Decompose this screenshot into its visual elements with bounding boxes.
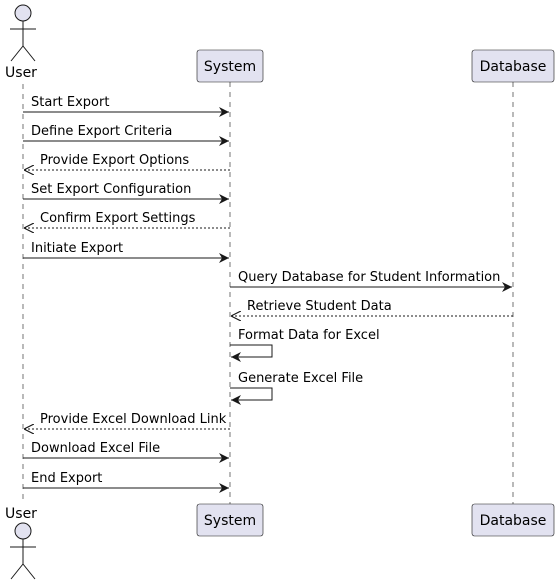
message-label: Set Export Configuration (31, 182, 191, 197)
participant-label: Database (480, 513, 547, 529)
message-generate-excel-file: Generate Excel File (230, 371, 363, 405)
message-retrieve-student-data: Retrieve Student Data (231, 299, 513, 316)
message-download-excel-file: Download Excel File (23, 441, 229, 463)
participant-label: Database (480, 59, 547, 75)
participant-box (471, 49, 555, 83)
self-message-arrow (230, 344, 273, 362)
participant-box (196, 503, 264, 537)
participant-label: System (204, 59, 256, 75)
message-define-export-criteria: Define Export Criteria (23, 124, 229, 146)
actor-figure-icon (10, 4, 36, 62)
actor-label: User (5, 506, 37, 522)
participant-system-top: System (196, 49, 264, 83)
message-label: End Export (31, 471, 102, 486)
participant-database-bottom: Database (471, 503, 555, 537)
message-provide-export-options: Provide Export Options (24, 153, 230, 170)
message-label: Format Data for Excel (238, 328, 380, 343)
message-label: Confirm Export Settings (40, 211, 196, 226)
message-start-export: Start Export (23, 95, 229, 117)
participant-box (471, 503, 555, 537)
actor-figure-icon (10, 522, 36, 580)
message-label: Retrieve Student Data (247, 299, 392, 314)
participant-label: System (204, 513, 256, 529)
participant-system-bottom: System (196, 503, 264, 537)
message-label: Provide Excel Download Link (40, 412, 227, 427)
actor-label: User (5, 65, 37, 81)
message-label: Query Database for Student Information (238, 270, 500, 285)
message-query-database-for-student-information: Query Database for Student Information (230, 270, 512, 292)
message-label: Define Export Criteria (31, 124, 172, 139)
participant-box (196, 49, 264, 83)
message-confirm-export-settings: Confirm Export Settings (24, 211, 230, 228)
actor-user-top: User (5, 4, 37, 81)
message-end-export: End Export (23, 471, 229, 493)
message-provide-excel-download-link: Provide Excel Download Link (24, 412, 230, 429)
message-label: Download Excel File (31, 441, 160, 456)
message-format-data-for-excel: Format Data for Excel (230, 328, 380, 362)
self-message-arrow (230, 387, 273, 405)
actor-user-bottom: User (5, 506, 37, 580)
message-label: Generate Excel File (238, 371, 363, 386)
participant-database-top: Database (471, 49, 555, 83)
message-label: Start Export (31, 95, 109, 110)
message-label: Provide Export Options (40, 153, 189, 168)
message-initiate-export: Initiate Export (23, 241, 229, 263)
message-set-export-configuration: Set Export Configuration (23, 182, 229, 204)
message-label: Initiate Export (31, 241, 123, 256)
